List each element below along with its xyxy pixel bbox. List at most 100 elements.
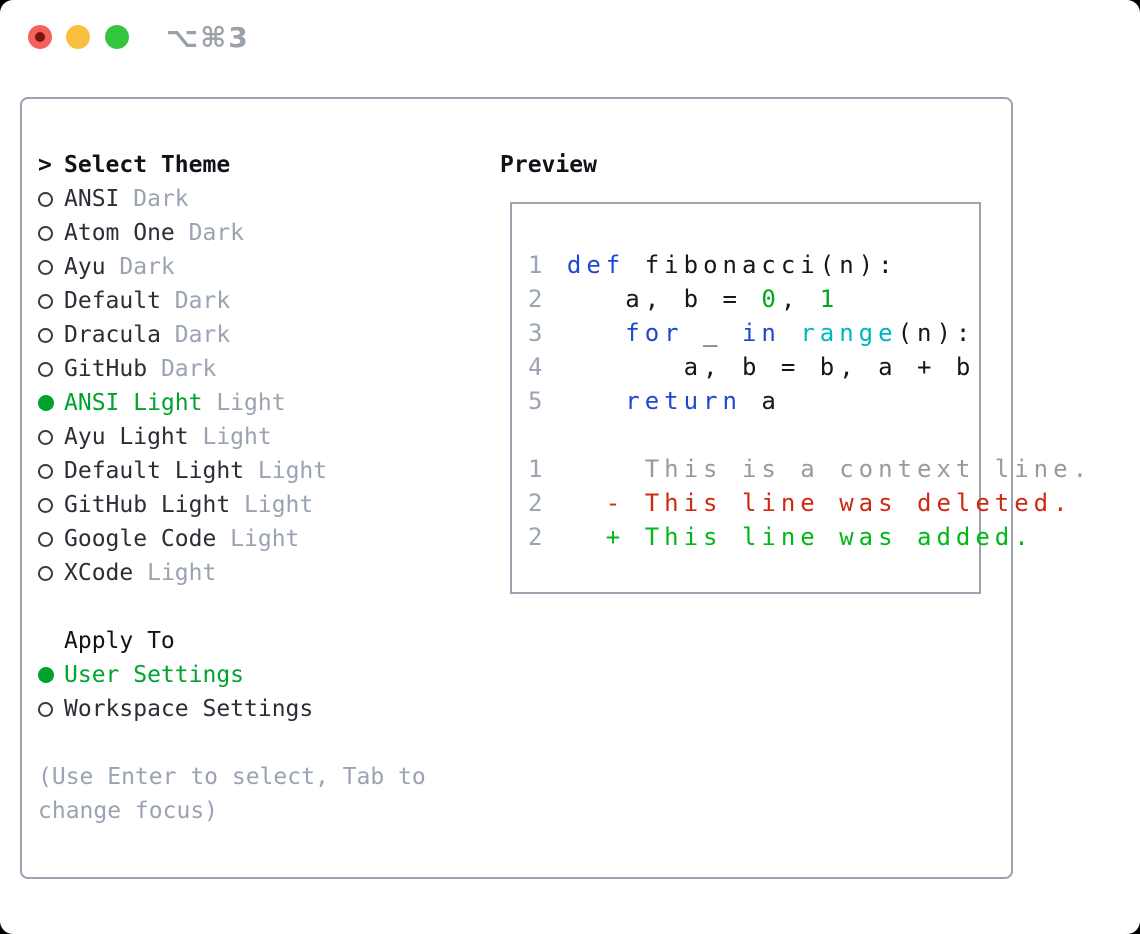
theme-item[interactable]: Atom One Dark — [38, 216, 468, 250]
code-token-keyword: in — [741, 319, 781, 347]
theme-item-label: Default Dark — [64, 288, 231, 314]
radio-icon — [38, 565, 53, 581]
hint-text: (Use Enter to select, Tab to change focu… — [38, 764, 426, 824]
theme-variant-label: Dark — [174, 288, 231, 314]
code-token-numlit: 1 — [819, 285, 840, 313]
window-titlebar: ⌥⌘3 — [0, 0, 1140, 75]
theme-item[interactable]: GitHub Dark — [38, 352, 468, 386]
theme-item[interactable]: Ayu Light Light — [38, 420, 468, 454]
theme-item-label: Atom One Dark — [64, 220, 245, 246]
theme-item[interactable]: Default Light Light — [38, 454, 468, 488]
code-line: 1 This is a context line. — [528, 452, 1087, 486]
code-token-deleted: - This line was deleted. — [547, 489, 1073, 517]
theme-item[interactable]: XCode Light — [38, 556, 468, 590]
code-token-lineno: 2 — [528, 285, 548, 313]
code-token-plain: a, b = — [547, 285, 762, 313]
apply-to-option-label: User Settings — [64, 662, 245, 688]
code-token-numlit: 0 — [761, 285, 781, 313]
code-token-lineno: 1 — [528, 251, 567, 279]
apply-to-header-label: Apply To — [64, 628, 175, 654]
theme-variant-label: Dark — [160, 356, 217, 382]
theme-item[interactable]: Ayu Dark — [38, 250, 468, 284]
code-token-plain: fibonacci(n): — [625, 251, 898, 279]
select-theme-header-label: Select Theme — [64, 152, 231, 178]
code-token-lineno: 3 — [528, 319, 548, 347]
theme-item[interactable]: Dracula Dark — [38, 318, 468, 352]
theme-item[interactable]: Default Dark — [38, 284, 468, 318]
code-line: 4 a, b = b, a + b — [528, 350, 979, 384]
code-token-plain: (n): — [897, 319, 976, 347]
radio-icon — [38, 361, 53, 377]
code-line: 2 a, b = 0, 1 — [528, 282, 979, 316]
code-token-context: This is a context line. — [547, 455, 1093, 483]
theme-item-label: GitHub Dark — [64, 356, 217, 382]
radio-icon — [38, 225, 53, 241]
code-token-plain: _ — [683, 319, 742, 347]
radio-selected-icon — [38, 395, 54, 411]
code-line: 2 - This line was deleted. — [528, 486, 1068, 520]
radio-icon — [38, 293, 53, 309]
apply-to-option[interactable]: Workspace Settings — [38, 692, 468, 726]
radio-icon — [38, 531, 53, 547]
theme-variant-label: Light — [230, 526, 300, 552]
theme-item-label: Dracula Dark — [64, 322, 231, 348]
code-token-keyword: return — [625, 387, 742, 415]
radio-icon — [38, 259, 53, 275]
code-token-lineno: 5 — [528, 387, 548, 415]
code-token-builtin: range — [800, 319, 898, 347]
close-button[interactable] — [28, 25, 52, 49]
radio-icon — [38, 327, 53, 343]
code-line: 1 def fibonacci(n): — [528, 248, 979, 282]
theme-variant-label: Dark — [119, 254, 175, 280]
code-line: 2 + This line was added. — [528, 520, 1029, 554]
apply-to-option[interactable]: User Settings — [38, 658, 468, 692]
radio-icon — [38, 701, 53, 717]
cursor-indicator: > — [38, 152, 52, 178]
code-token-plain: a, b = b, a + b — [547, 353, 976, 381]
code-token-plain: a — [741, 387, 781, 415]
code-token-plain: , — [780, 285, 820, 313]
code-token-lineno: 4 — [528, 353, 548, 381]
theme-item[interactable]: ANSI Dark — [38, 182, 468, 216]
theme-item[interactable]: Google Code Light — [38, 522, 468, 556]
code-token-plain — [547, 319, 625, 347]
code-token-added: + This line was added. — [547, 523, 1034, 551]
theme-item-label: Google Code Light — [64, 526, 300, 552]
code-token-plain — [781, 319, 800, 347]
theme-variant-label: Dark — [133, 186, 189, 212]
theme-variant-label: Light — [147, 560, 217, 586]
window-title-shortcut: ⌥⌘3 — [166, 21, 250, 54]
theme-item-label: Ayu Dark — [64, 254, 175, 280]
code-token-keyword: for — [625, 319, 684, 347]
radio-selected-icon — [38, 667, 54, 683]
code-token-plain — [547, 387, 625, 415]
radio-icon — [38, 191, 53, 207]
apply-to-option-label: Workspace Settings — [64, 696, 314, 722]
code-token-lineno: 2 — [528, 489, 548, 517]
theme-item-label: ANSI Light Light — [64, 390, 286, 416]
theme-item-label: XCode Light — [64, 560, 217, 586]
preview-header: Preview — [500, 152, 597, 178]
theme-item-label: ANSI Dark — [64, 186, 189, 212]
theme-variant-label: Light — [257, 458, 328, 484]
code-token-lineno: 2 — [528, 523, 548, 551]
theme-variant-label: Dark — [188, 220, 245, 246]
spacer — [38, 726, 468, 760]
radio-icon — [38, 497, 53, 513]
code-token-lineno: 1 — [528, 455, 548, 483]
maximize-button[interactable] — [105, 25, 129, 49]
theme-variant-label: Light — [202, 424, 272, 450]
code-line: 3 for _ in range(n): — [528, 316, 979, 350]
spacer — [38, 590, 468, 624]
theme-item[interactable]: ANSI Light Light — [38, 386, 468, 420]
minimize-button[interactable] — [66, 25, 90, 49]
theme-item[interactable]: GitHub Light Light — [38, 488, 468, 522]
theme-variant-label: Light — [244, 492, 314, 518]
theme-item-label: GitHub Light Light — [64, 492, 314, 518]
theme-variant-label: Light — [216, 390, 286, 416]
